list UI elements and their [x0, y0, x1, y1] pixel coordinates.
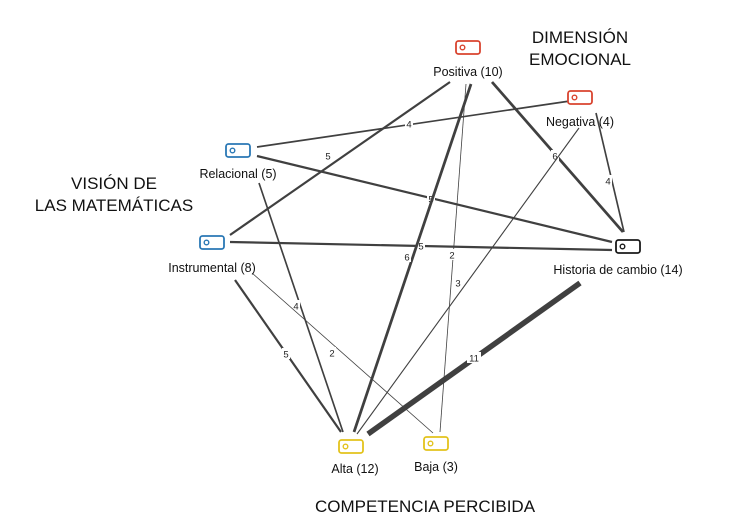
- group-title-vision-line2: LAS MATEMÁTICAS: [35, 196, 193, 215]
- edge-weight-label: 5: [283, 350, 288, 361]
- node-label-relacional: Relacional (5): [199, 167, 276, 181]
- edge-label-background: [324, 150, 332, 161]
- edge-positiva-alta: [352, 83, 473, 433]
- node-positiva[interactable]: Positiva (10): [433, 40, 503, 79]
- edge-instrumental-positiva: [229, 81, 451, 236]
- edge-weight-label: 11: [469, 354, 479, 365]
- nodes-layer: Positiva (10) Negativa (4) Relacional (5) I…: [168, 40, 683, 476]
- edge-label-background: [292, 300, 300, 311]
- edge-label-background: [467, 352, 481, 363]
- edge-relacional-alta: [258, 182, 344, 433]
- tag-icon: [338, 439, 364, 454]
- node-label-baja: Baja (3): [414, 460, 458, 474]
- edge-label-background: [454, 277, 462, 288]
- edge-label-background: [328, 347, 336, 358]
- edge-label-background: [604, 175, 612, 186]
- tag-icon: [455, 40, 481, 55]
- edges-layer: 45556462345211: [229, 81, 625, 437]
- edge-weight-label: 5: [418, 242, 423, 253]
- node-instrumental[interactable]: Instrumental (8): [168, 235, 256, 275]
- tag-icon: [615, 239, 641, 254]
- tag-icon: [225, 143, 251, 158]
- node-negativa[interactable]: Negativa (4): [546, 90, 614, 129]
- node-label-instrumental: Instrumental (8): [168, 261, 256, 275]
- tag-icon: [567, 90, 593, 105]
- edge-weight-label: 4: [406, 120, 411, 131]
- node-label-positiva: Positiva (10): [433, 65, 502, 79]
- tag-icon: [199, 235, 225, 250]
- group-title-vision-line1: VISIÓN DE: [71, 174, 157, 193]
- edge-relacional-negativa: [256, 100, 571, 148]
- edge-weight-label: 6: [552, 152, 557, 163]
- edge-weight-label: 2: [329, 349, 334, 360]
- node-baja[interactable]: Baja (3): [414, 436, 458, 474]
- edge-weight-label: 4: [293, 302, 298, 313]
- edge-label-background: [448, 249, 456, 260]
- edge-label-background: [405, 118, 413, 129]
- edge-weight-label: 6: [404, 253, 409, 264]
- edge-label-background: [551, 150, 559, 161]
- edge-label-background: [403, 251, 411, 262]
- tag-icon: [423, 436, 449, 451]
- edge-weight-label: 3: [455, 279, 460, 290]
- edge-label-background: [417, 240, 425, 251]
- node-alta[interactable]: Alta (12): [331, 439, 379, 476]
- node-historia[interactable]: Historia de cambio (14): [553, 239, 683, 277]
- edge-weight-label: 5: [325, 152, 330, 163]
- edge-negativa-alta: [356, 127, 580, 435]
- node-label-historia: Historia de cambio (14): [553, 263, 682, 277]
- node-label-alta: Alta (12): [331, 462, 378, 476]
- group-title-competence: COMPETENCIA PERCIBIDA: [315, 497, 536, 516]
- edge-weight-label: 4: [605, 177, 610, 188]
- edge-label-background: [427, 193, 435, 204]
- node-relacional[interactable]: Relacional (5): [199, 143, 277, 181]
- node-label-negativa: Negativa (4): [546, 115, 614, 129]
- edge-weight-label: 2: [449, 251, 454, 262]
- group-title-emotional-line1: DIMENSIÓN: [532, 28, 628, 47]
- edge-negativa-historia: [595, 112, 625, 233]
- edge-label-background: [282, 348, 290, 359]
- group-title-emotional-line2: EMOCIONAL: [529, 50, 631, 69]
